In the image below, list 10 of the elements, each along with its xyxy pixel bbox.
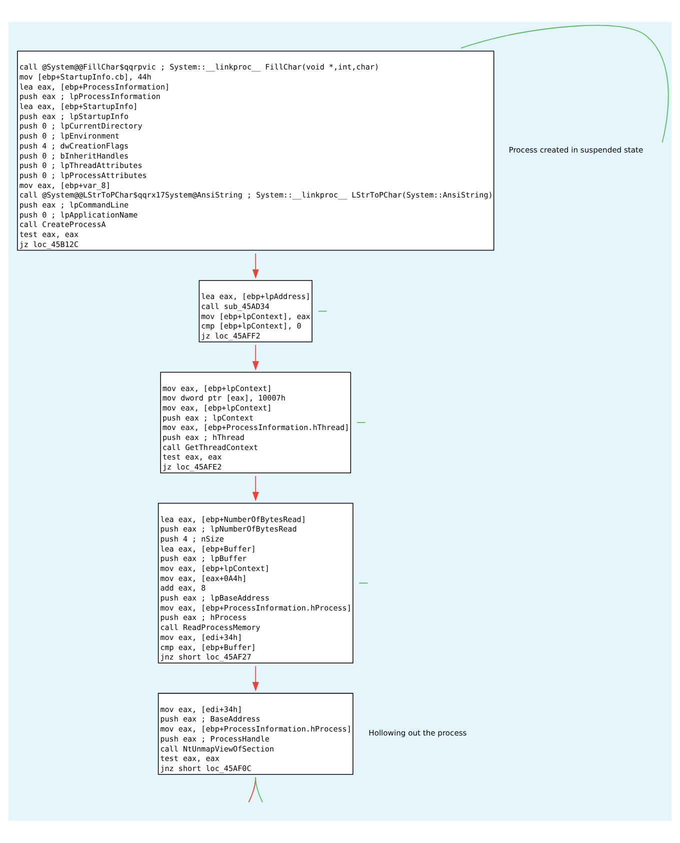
connector (358, 582, 368, 584)
arrow (252, 253, 259, 279)
connector (460, 24, 669, 144)
connector (255, 776, 263, 803)
connector (356, 422, 366, 423)
node-label: Process created in suspended state (508, 146, 644, 155)
arrow (252, 344, 259, 371)
arrow (252, 476, 259, 502)
node-label: Hollowing out the process (368, 728, 467, 738)
arrow (252, 666, 259, 692)
